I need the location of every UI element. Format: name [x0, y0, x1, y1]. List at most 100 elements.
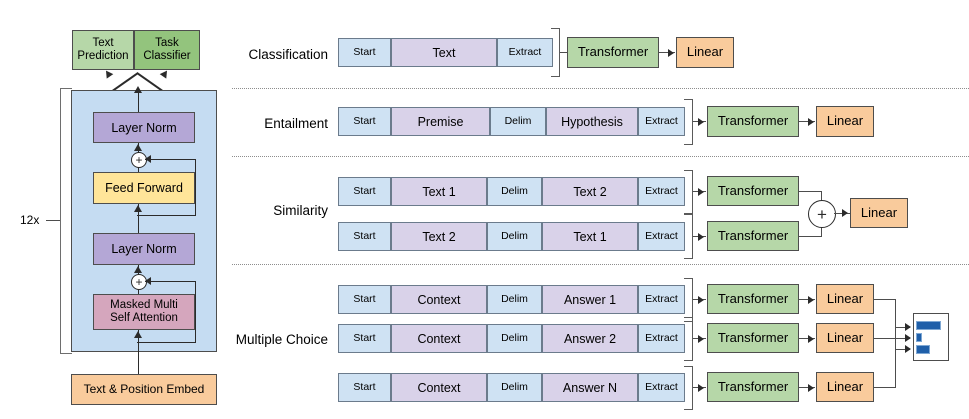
arrow-mc-r3-to-linear	[808, 383, 814, 392]
residual-lower-right	[194, 280, 197, 343]
token-label: Extract	[645, 229, 678, 242]
linear-label: Linear	[826, 378, 864, 394]
block-feed-forward-label: Feed Forward	[105, 181, 183, 195]
token-label: Start	[353, 114, 376, 127]
arrow-mc-r2-to-linear	[808, 334, 814, 343]
embed-to-block-line	[137, 352, 140, 374]
arrow-mc-out-2	[905, 334, 911, 342]
transformer-label: Transformer	[717, 113, 789, 129]
token-label: Premise	[417, 114, 464, 129]
token-similarity-r1-text1: Text 1	[391, 177, 487, 206]
mc-output-bar-1	[916, 321, 941, 330]
task-label-entailment: Entailment	[264, 116, 328, 131]
arrow-mc-r1-to-transformer	[698, 295, 704, 304]
transformer-label: Transformer	[717, 290, 789, 306]
token-label: Delim	[504, 114, 532, 127]
transformer-mc-r1: Transformer	[707, 284, 799, 314]
token-mc-r2-start: Start	[338, 324, 391, 353]
head-text-prediction-label: Text Prediction	[77, 37, 129, 62]
token-entailment-delim: Delim	[490, 107, 546, 136]
mc-output-chart	[913, 313, 949, 361]
head-task-classifier: Task Classifier	[134, 30, 200, 70]
link-mc-r3-transformer-linear	[799, 387, 815, 389]
token-label: Extract	[508, 45, 542, 58]
similarity-add-symbol: +	[817, 204, 827, 224]
arrow-entailment-to-linear	[808, 117, 814, 126]
token-mc-r3-start: Start	[338, 373, 391, 402]
token-similarity-r1-text2: Text 2	[542, 177, 638, 206]
token-label: Answer N	[562, 380, 618, 395]
linear-label: Linear	[826, 290, 864, 306]
transformer-similarity-r2: Transformer	[707, 221, 799, 251]
token-similarity-r1-extract: Extract	[638, 177, 685, 206]
transformer-similarity-r1: Transformer	[707, 176, 799, 206]
row-separator-3	[232, 264, 969, 265]
token-label: Text 1	[573, 229, 607, 244]
bracket-mc-r3	[684, 366, 693, 410]
repeat-count-label: 12x	[20, 213, 40, 227]
token-entailment-premise: Premise	[391, 107, 490, 136]
row-separator-2	[232, 156, 969, 157]
token-mc-r2-context: Context	[391, 324, 487, 353]
mc-output-bar-3	[916, 345, 930, 354]
transformer-entailment: Transformer	[707, 106, 799, 137]
token-similarity-r1-start: Start	[338, 177, 391, 206]
residual-upper-top	[145, 158, 196, 161]
link-mc-r2-transformer-linear	[799, 338, 815, 340]
token-similarity-r2-text2: Text 2	[391, 222, 487, 251]
mc-merge-r2	[874, 337, 896, 339]
token-mc-r2-delim: Delim	[487, 324, 542, 353]
bracket-classification	[551, 28, 560, 77]
token-label: Extract	[645, 331, 678, 344]
similarity-merge-top	[799, 190, 822, 192]
bracket-similarity-r1	[684, 170, 693, 214]
task-label-classification: Classification	[248, 47, 328, 62]
token-mc-r3-delim: Delim	[487, 373, 542, 402]
link-classification-transformer-linear	[659, 52, 675, 54]
row-separator-1	[232, 88, 969, 89]
token-label: Delim	[501, 184, 528, 197]
token-label: Delim	[501, 380, 528, 393]
token-label: Context	[417, 331, 461, 346]
token-label: Text 2	[573, 184, 607, 199]
linear-mc-r1: Linear	[816, 284, 874, 314]
token-label: Start	[353, 229, 376, 242]
mc-merge-vertical	[895, 298, 897, 388]
token-mc-r1-answer: Answer 1	[542, 285, 638, 314]
transformer-label: Transformer	[717, 227, 789, 243]
linear-mc-r2: Linear	[816, 323, 874, 353]
arrow-mc-r1-to-linear	[808, 295, 814, 304]
token-label: Delim	[501, 292, 528, 305]
embedding-label: Text & Position Embed	[83, 381, 205, 396]
arrow-classification-to-linear	[668, 48, 674, 57]
block-layer-norm-1: Layer Norm	[93, 233, 195, 265]
token-label: Extract	[645, 380, 678, 393]
token-similarity-r1-delim: Delim	[487, 177, 542, 206]
residual-lower-arrow	[145, 276, 151, 285]
block-layer-norm-2-label: Layer Norm	[111, 120, 177, 135]
token-label: Context	[417, 380, 461, 395]
transformer-mc-r2: Transformer	[707, 323, 799, 353]
token-entailment-start: Start	[338, 107, 391, 136]
residual-upper-right	[194, 158, 197, 216]
token-label: Answer 2	[563, 331, 617, 346]
residual-add-lower: +	[131, 274, 147, 290]
mc-merge-r1	[874, 298, 896, 300]
arrow-mc-out-3	[905, 345, 911, 353]
arrow-mc-out-1	[905, 323, 911, 331]
linear-label: Linear	[686, 44, 724, 60]
mc-merge-r3	[874, 386, 896, 388]
token-label: Delim	[501, 331, 528, 344]
token-label: Text 2	[422, 229, 456, 244]
repeat-bracket-tick	[46, 220, 60, 222]
token-mc-r1-context: Context	[391, 285, 487, 314]
block-layer-norm-2: Layer Norm	[93, 112, 195, 143]
token-mc-r2-answer: Answer 2	[542, 324, 638, 353]
token-label: Start	[353, 380, 376, 393]
bracket-mc-r1	[684, 278, 693, 322]
token-mc-r1-start: Start	[338, 285, 391, 314]
mc-output-bar-2	[916, 333, 922, 342]
layer-norm-2-in-arrow	[134, 144, 142, 151]
similarity-merge-bottom	[799, 235, 822, 237]
